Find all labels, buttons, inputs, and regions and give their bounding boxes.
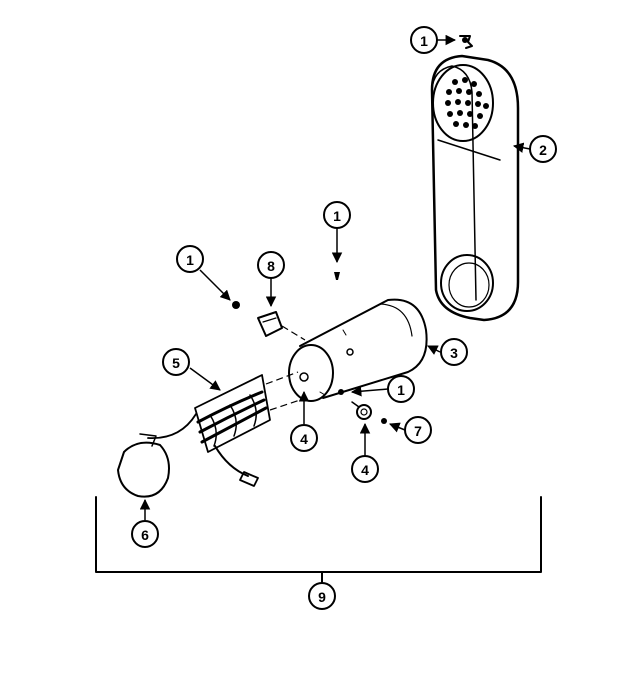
svg-text:1: 1: [186, 252, 194, 268]
callout-4-right: 4: [351, 455, 379, 483]
svg-text:6: 6: [141, 527, 149, 543]
leader-2: [512, 142, 531, 153]
heating-element-part: [147, 374, 271, 487]
leader-1-right: [350, 385, 389, 397]
callout-9: 9: [308, 582, 336, 610]
svg-text:9: 9: [318, 589, 326, 605]
callout-8: 8: [257, 251, 285, 279]
screw-mid-part: [334, 272, 340, 280]
callout-1-top: 1: [410, 26, 438, 54]
svg-text:3: 3: [450, 345, 458, 361]
callout-1-mid: 1: [323, 201, 351, 229]
leader-7: [389, 422, 406, 433]
assembly-bracket: [95, 496, 542, 573]
callout-4-left: 4: [290, 424, 318, 452]
thermostat-part: [257, 311, 283, 337]
svg-text:8: 8: [267, 258, 275, 274]
svg-text:4: 4: [300, 431, 308, 447]
svg-text:7: 7: [414, 423, 422, 439]
terminal-bushing-part: [351, 401, 372, 420]
svg-text:2: 2: [539, 142, 547, 158]
svg-text:4: 4: [361, 462, 369, 478]
nut-part: [381, 418, 387, 424]
callout-2: 2: [529, 135, 557, 163]
svg-text:1: 1: [333, 208, 341, 224]
callout-5: 5: [162, 348, 190, 376]
screw-left-part: [232, 301, 240, 309]
callout-7: 7: [404, 416, 432, 444]
alignment-line-element: [265, 371, 299, 385]
leader-3: [427, 345, 441, 355]
leader-5: [189, 367, 221, 391]
heater-cover-part: [430, 54, 520, 322]
alignment-line-element-2: [269, 399, 301, 411]
terminal-box-part: [117, 433, 170, 498]
svg-text:1: 1: [397, 382, 405, 398]
heater-housing-part: [288, 298, 428, 402]
callout-6: 6: [131, 520, 159, 548]
callout-1-right: 1: [387, 375, 415, 403]
alignment-line-thermostat: [281, 325, 306, 341]
svg-text:1: 1: [420, 33, 428, 49]
svg-text:5: 5: [172, 355, 180, 371]
callout-1-left: 1: [176, 245, 204, 273]
callout-3: 3: [440, 338, 468, 366]
leader-1-left: [199, 269, 231, 301]
screw-top-part: [459, 35, 473, 49]
